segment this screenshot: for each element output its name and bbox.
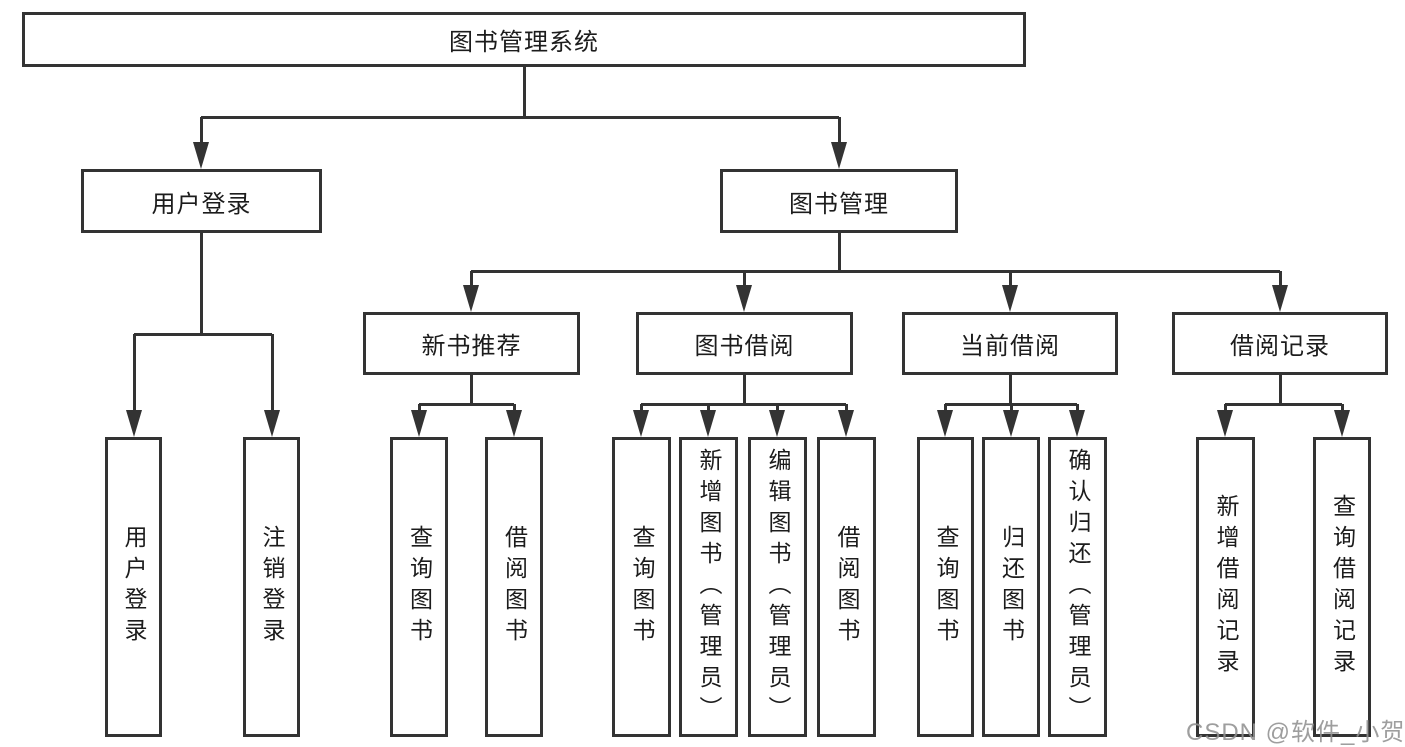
arrow-down-icon xyxy=(1217,410,1233,437)
arrow-down-icon xyxy=(937,410,953,437)
connector-line xyxy=(471,269,1280,273)
arrow-down-icon xyxy=(1272,285,1288,312)
leaf-user-login: 用户登录 xyxy=(105,437,162,737)
node-book-management: 图书管理 xyxy=(720,169,958,233)
connector-line xyxy=(837,233,841,273)
arrow-down-icon xyxy=(506,410,522,437)
connector-line xyxy=(1009,404,1013,414)
connector-line xyxy=(1278,271,1282,290)
connector-line xyxy=(943,404,947,414)
node-new-book-recommend: 新书推荐 xyxy=(363,312,580,375)
leaf-add-book-admin: 新增图书（管理员） xyxy=(679,437,738,737)
connector-line xyxy=(1225,402,1342,406)
arrow-down-icon xyxy=(1003,410,1019,437)
leaf-query-books-borrow: 查询图书 xyxy=(612,437,671,737)
arrow-down-icon xyxy=(411,410,427,437)
connector-line xyxy=(469,271,473,290)
arrow-down-icon xyxy=(264,410,280,437)
connector-line xyxy=(522,67,526,117)
connector-line xyxy=(1278,375,1282,406)
leaf-logout: 注销登录 xyxy=(243,437,300,737)
leaf-query-borrow-record: 查询借阅记录 xyxy=(1313,437,1371,737)
arrow-down-icon xyxy=(838,410,854,437)
arrow-down-icon xyxy=(463,285,479,312)
connector-line xyxy=(742,375,746,406)
node-book-borrowing: 图书借阅 xyxy=(636,312,853,375)
connector-line xyxy=(1223,404,1227,414)
arrow-down-icon xyxy=(126,410,142,437)
connector-line xyxy=(199,233,203,336)
connector-line xyxy=(469,375,473,406)
connector-line xyxy=(1075,404,1079,414)
leaf-borrow-books-recommend: 借阅图书 xyxy=(485,437,543,737)
connector-line xyxy=(201,115,839,119)
connector-line xyxy=(199,117,203,146)
connector-line xyxy=(837,117,841,146)
connector-line xyxy=(1008,271,1012,290)
arrow-down-icon xyxy=(1069,410,1085,437)
arrow-down-icon xyxy=(193,142,209,169)
node-current-borrowing: 当前借阅 xyxy=(902,312,1118,375)
arrow-down-icon xyxy=(1334,410,1350,437)
connector-line xyxy=(417,404,421,414)
connector-line xyxy=(706,404,710,414)
connector-line xyxy=(775,404,779,414)
leaf-return-book: 归还图书 xyxy=(982,437,1040,737)
connector-line xyxy=(639,404,643,414)
arrow-down-icon xyxy=(831,142,847,169)
arrow-down-icon xyxy=(633,410,649,437)
connector-line xyxy=(419,402,514,406)
watermark-text: CSDN @软件_小贺同学 xyxy=(1186,719,1405,746)
arrow-down-icon xyxy=(769,410,785,437)
leaf-borrow-books-borrow: 借阅图书 xyxy=(817,437,876,737)
connector-line xyxy=(844,404,848,414)
node-library-management-system: 图书管理系统 xyxy=(22,12,1026,67)
connector-line xyxy=(742,271,746,290)
leaf-edit-book-admin: 编辑图书（管理员） xyxy=(748,437,807,737)
connector-line xyxy=(641,402,846,406)
connector-line xyxy=(132,334,136,412)
connector-line xyxy=(1340,404,1344,414)
connector-line xyxy=(512,404,516,414)
arrow-down-icon xyxy=(700,410,716,437)
node-user-login-group: 用户登录 xyxy=(81,169,322,233)
leaf-confirm-return-admin: 确认归还（管理员） xyxy=(1048,437,1107,737)
arrow-down-icon xyxy=(1002,285,1018,312)
node-borrowing-records: 借阅记录 xyxy=(1172,312,1388,375)
leaf-query-books-recommend: 查询图书 xyxy=(390,437,448,737)
connector-line xyxy=(1008,375,1012,406)
leaf-query-books-current: 查询图书 xyxy=(917,437,974,737)
arrow-down-icon xyxy=(736,285,752,312)
leaf-add-borrow-record: 新增借阅记录 xyxy=(1196,437,1255,737)
connector-line xyxy=(134,332,272,336)
connector-line xyxy=(270,334,274,412)
